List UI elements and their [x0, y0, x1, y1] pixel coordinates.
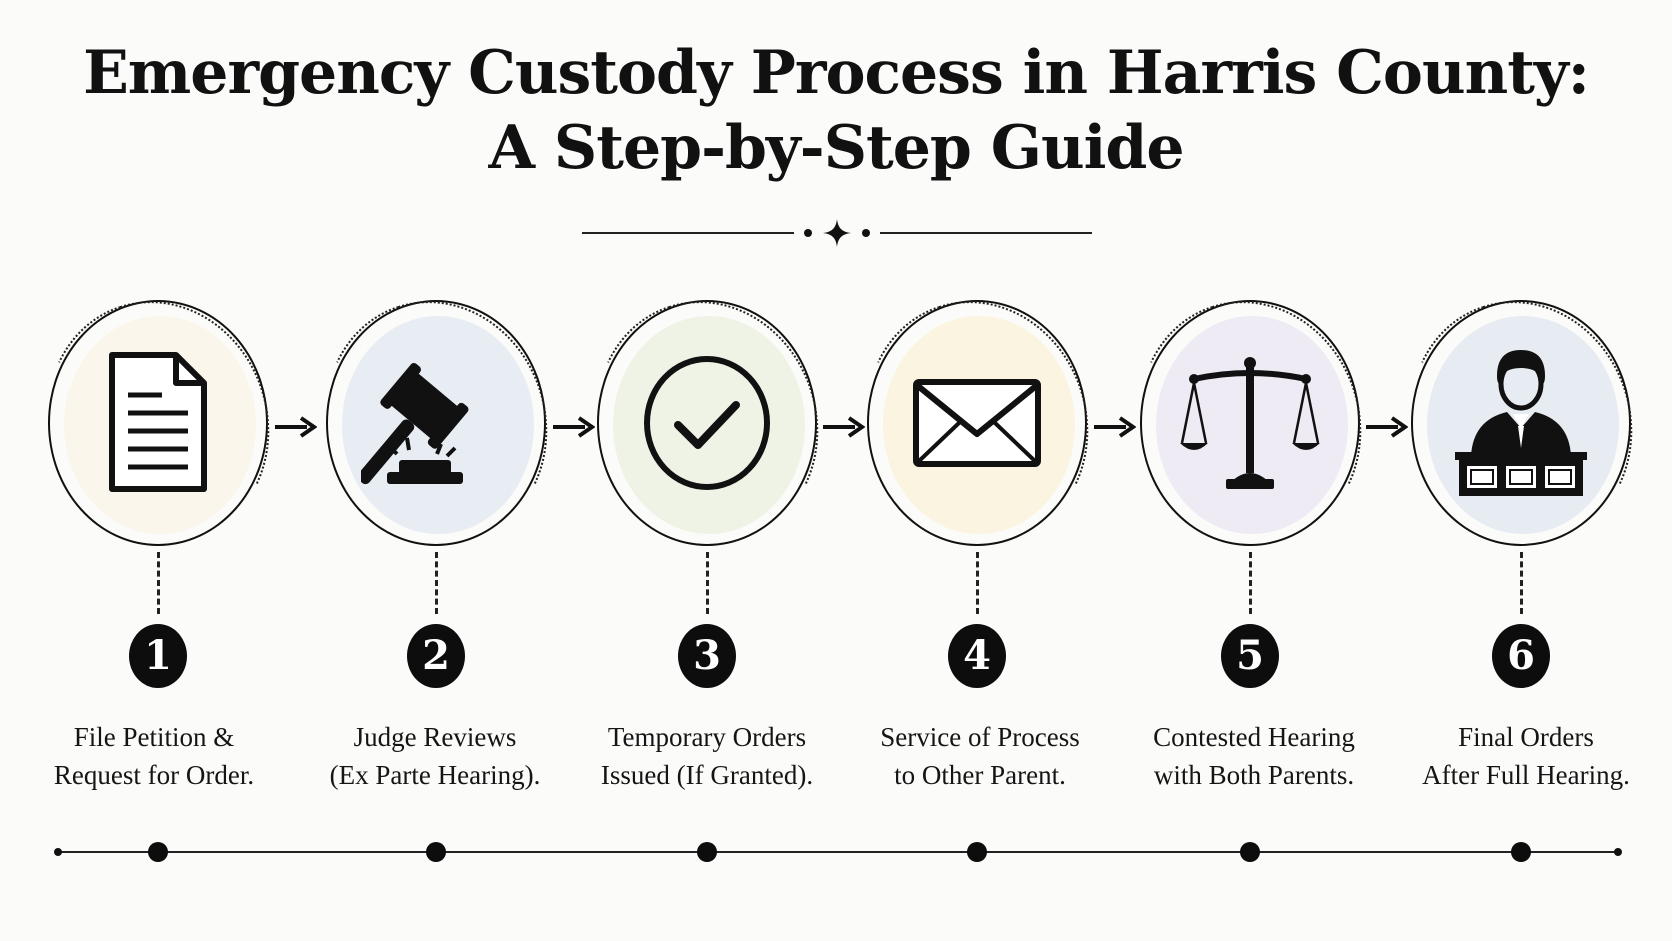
step-5-circle [1107, 272, 1393, 574]
step-2-circle [293, 272, 579, 574]
step-1-label-line-1: File Petition & [73, 722, 235, 752]
divider-line-left [582, 232, 794, 234]
step-6-circle [1378, 272, 1664, 574]
timeline-dot-step-4 [967, 842, 987, 862]
timeline-dot-step-5 [1240, 842, 1260, 862]
step-3-label-line-2: Issued (If Granted). [600, 760, 814, 790]
step-6-label-line-2: After Full Hearing. [1422, 760, 1630, 790]
document-icon [109, 352, 207, 492]
envelope-icon [913, 379, 1041, 467]
step-1-dashed-connector [157, 552, 160, 614]
step-3-dashed-connector [706, 552, 709, 614]
step-6-number-badge: 6 [1492, 624, 1550, 688]
arrow-right-icon [553, 416, 595, 438]
step-1-number-badge: 1 [129, 624, 187, 688]
step-6-label: Final Orders After Full Hearing. [1396, 718, 1656, 794]
step-5-label-line-2: with Both Parents. [1153, 760, 1355, 790]
step-4-dashed-connector [976, 552, 979, 614]
step-6-label-line-1: Final Orders [1458, 722, 1594, 752]
judge-at-bench-icon [1455, 350, 1587, 496]
step-4-label-line-2: to Other Parent. [894, 760, 1066, 790]
arrow-right-icon [1366, 416, 1408, 438]
timeline-dot-step-2 [426, 842, 446, 862]
step-2-label-line-1: Judge Reviews [353, 722, 517, 752]
step-5-number-badge: 5 [1221, 624, 1279, 688]
step-4-number-badge: 4 [948, 624, 1006, 688]
step-6-dashed-connector [1520, 552, 1523, 614]
step-3-number-badge: 3 [678, 624, 736, 688]
step-2-label: Judge Reviews (Ex Parte Hearing). [305, 718, 565, 794]
step-2-dashed-connector [435, 552, 438, 614]
step-2-label-line-2: (Ex Parte Hearing). [329, 760, 541, 790]
step-1-circle [15, 272, 301, 574]
divider-dot-right [862, 229, 870, 237]
gavel-icon [361, 363, 469, 485]
divider-line-right [880, 232, 1092, 234]
step-1-label: File Petition & Request for Order. [24, 718, 284, 794]
step-3-circle [564, 272, 850, 574]
arrow-right-icon [275, 416, 317, 438]
page-title-line-1: Emergency Custody Process in Harris Coun… [83, 38, 1590, 108]
step-3-label-line-1: Temporary Orders [607, 722, 807, 752]
step-4-circle [834, 272, 1120, 574]
step-4-label-line-1: Service of Process [880, 722, 1080, 752]
step-1-label-line-2: Request for Order. [53, 760, 255, 790]
step-4-label: Service of Process to Other Parent. [850, 718, 1110, 794]
scales-of-justice-icon [1180, 357, 1320, 489]
timeline-dot-step-6 [1511, 842, 1531, 862]
step-5-label: Contested Hearing with Both Parents. [1124, 718, 1384, 794]
divider-dot-left [804, 229, 812, 237]
timeline-dot-step-1 [148, 842, 168, 862]
arrow-right-icon [823, 416, 865, 438]
timeline-line [58, 851, 1618, 853]
divider-star-icon [823, 219, 851, 247]
timeline-end-right [1614, 848, 1622, 856]
timeline-dot-step-3 [697, 842, 717, 862]
timeline-end-left [54, 848, 62, 856]
checkmark-circle-icon [644, 356, 770, 490]
page-title-line-2: A Step-by-Step Guide [488, 113, 1184, 183]
step-3-label: Temporary Orders Issued (If Granted). [577, 718, 837, 794]
step-5-dashed-connector [1249, 552, 1252, 614]
step-2-number-badge: 2 [407, 624, 465, 688]
arrow-right-icon [1094, 416, 1136, 438]
step-5-label-line-1: Contested Hearing [1153, 722, 1355, 752]
